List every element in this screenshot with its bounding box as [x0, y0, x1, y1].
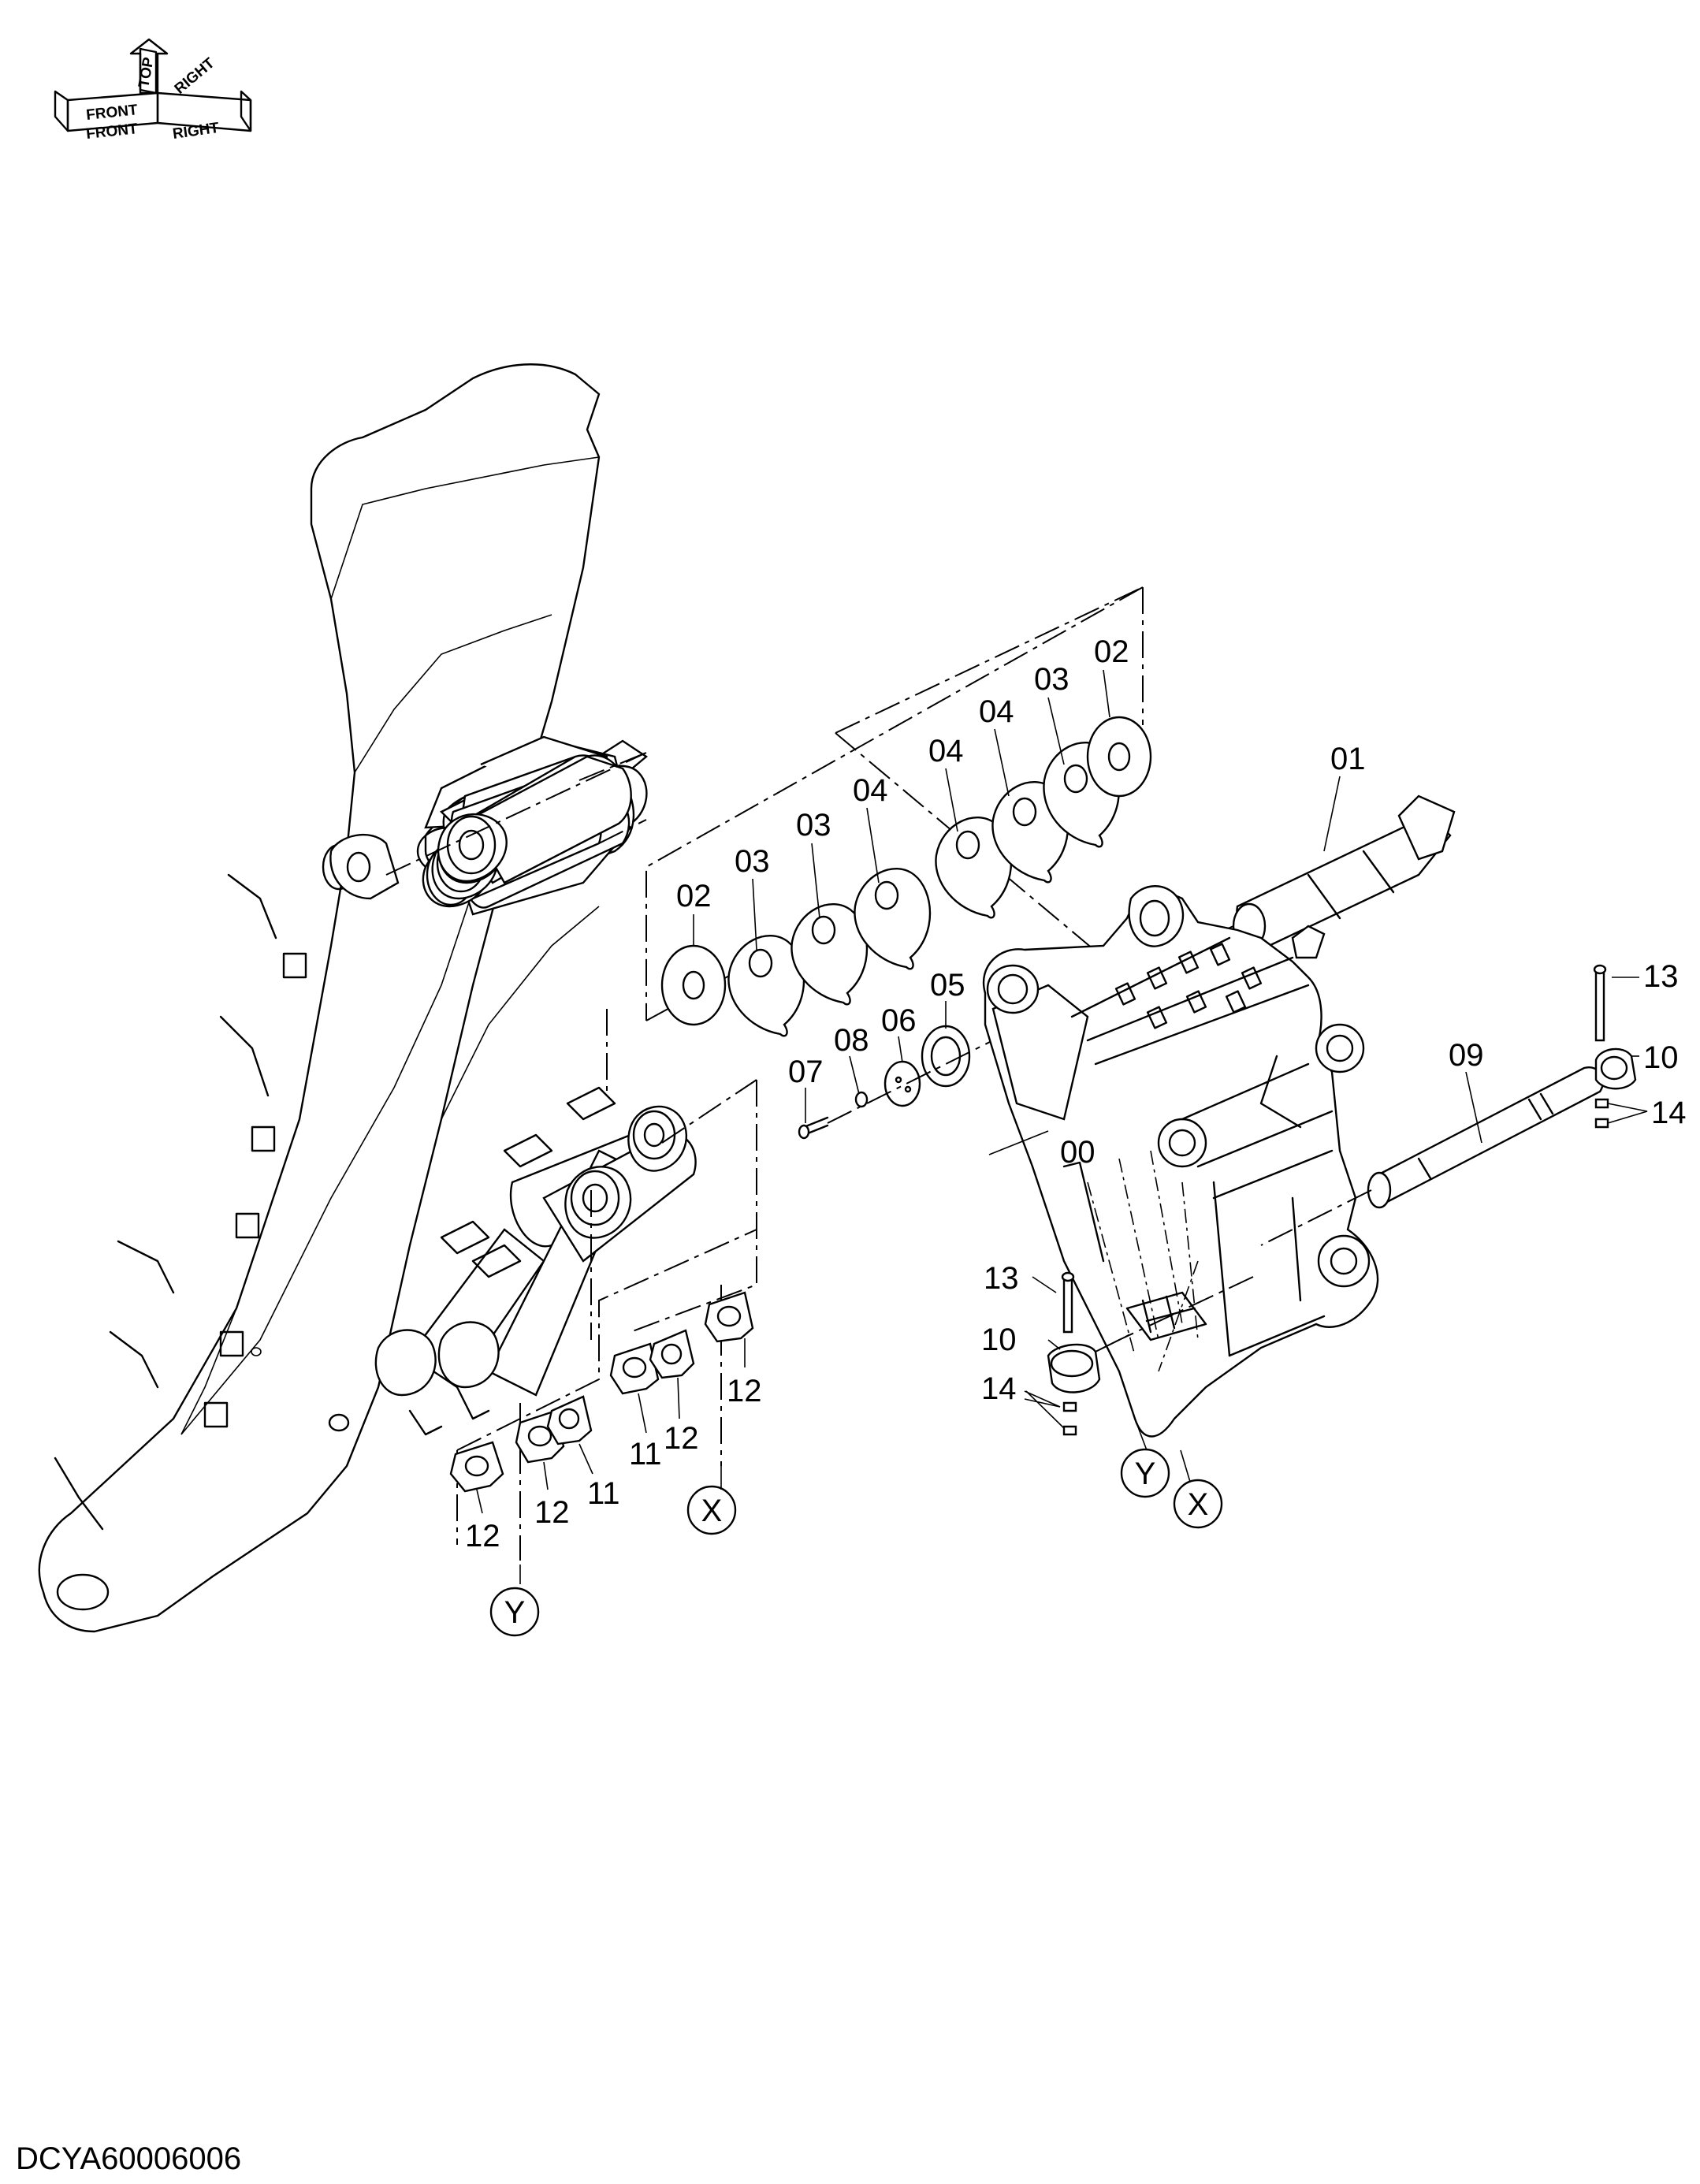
plate-12-x-left — [649, 1329, 695, 1379]
drawing-code: DCYA60006006 — [16, 2141, 241, 2176]
arm-link-00 — [983, 885, 1379, 1438]
shim-plates — [449, 1291, 754, 1493]
part-08-washer — [854, 1091, 869, 1108]
callout-00: 00 — [1060, 1135, 1096, 1170]
callout-14-upper: 14 — [1651, 1096, 1687, 1130]
callout-13-upper: 13 — [1643, 959, 1679, 994]
callout-08: 07 — [788, 1055, 824, 1089]
callout-03-left-1: 03 — [735, 844, 770, 879]
view-marker-x-right: X — [1173, 1479, 1223, 1529]
svg-text:X: X — [1188, 1487, 1209, 1522]
shim-washers — [660, 716, 1152, 1037]
view-marker-x-left: X — [686, 1485, 737, 1535]
callout-04-left: 04 — [853, 773, 888, 808]
view-marker-y-left: Y — [489, 1587, 540, 1637]
view-markers: X Y Y X — [489, 1448, 1223, 1637]
small-parts — [798, 1025, 1002, 1140]
callout-04-right-2: 04 — [979, 694, 1014, 729]
orientation-label-right-2: RIGHT — [172, 120, 221, 143]
washer-02-right — [1086, 716, 1152, 798]
callout-11-x: 11 — [629, 1437, 662, 1472]
callout-12-y-left: 12 — [465, 1519, 500, 1553]
pin-hardware-lower — [1047, 1271, 1136, 1436]
callout-10-upper: 10 — [1643, 1040, 1679, 1075]
svg-text:X: X — [701, 1494, 723, 1528]
callout-14-lower: 14 — [981, 1371, 1017, 1406]
callout-13-lower: 13 — [984, 1261, 1019, 1296]
orientation-icon: TOP FRONT RIGHT FRONT RIGHT — [54, 38, 252, 143]
orientation-label-right-1: RIGHT — [172, 54, 218, 97]
callout-02-right: 02 — [1094, 634, 1129, 669]
callout-07: 08 — [834, 1023, 869, 1058]
part-06-plate — [883, 1060, 921, 1107]
plate-11-x — [609, 1342, 660, 1395]
orientation-label-front-2: FRONT — [85, 121, 139, 143]
callout-06: 06 — [881, 1003, 917, 1038]
plate-12-y-left — [449, 1441, 504, 1493]
callout-10-lower: 10 — [981, 1323, 1017, 1357]
plate-12-x-right — [704, 1291, 754, 1343]
orientation-label-front-1: FRONT — [85, 102, 139, 124]
callout-09: 09 — [1449, 1038, 1484, 1073]
callout-12-x-right: 12 — [727, 1374, 762, 1408]
part-07-bolt — [798, 1116, 829, 1140]
callout-11-y: 11 — [587, 1476, 620, 1511]
callout-12-y-right: 12 — [534, 1495, 570, 1530]
callout-04-right-1: 04 — [928, 734, 964, 768]
callout-labels: 00 01 02 02 03 03 03 04 04 04 05 06 08 0… — [465, 634, 1687, 1553]
callout-03-right: 03 — [1034, 662, 1069, 697]
svg-text:Y: Y — [1135, 1457, 1156, 1491]
leader-lines — [476, 669, 1648, 1584]
plate-11-y — [546, 1395, 593, 1445]
callout-01: 01 — [1330, 742, 1366, 776]
boom-assembly — [38, 363, 757, 1633]
washer-04-left — [854, 867, 932, 970]
svg-text:Y: Y — [504, 1595, 526, 1630]
orientation-label-top: TOP — [136, 56, 157, 89]
washer-02-left — [660, 944, 727, 1026]
callout-03-left-2: 03 — [796, 808, 831, 843]
callout-02-left: 02 — [676, 879, 712, 913]
callout-05: 05 — [930, 968, 965, 1003]
callout-12-x-left: 12 — [664, 1421, 699, 1456]
view-marker-y-right: Y — [1120, 1448, 1170, 1498]
pin-hardware-upper — [1593, 964, 1637, 1129]
